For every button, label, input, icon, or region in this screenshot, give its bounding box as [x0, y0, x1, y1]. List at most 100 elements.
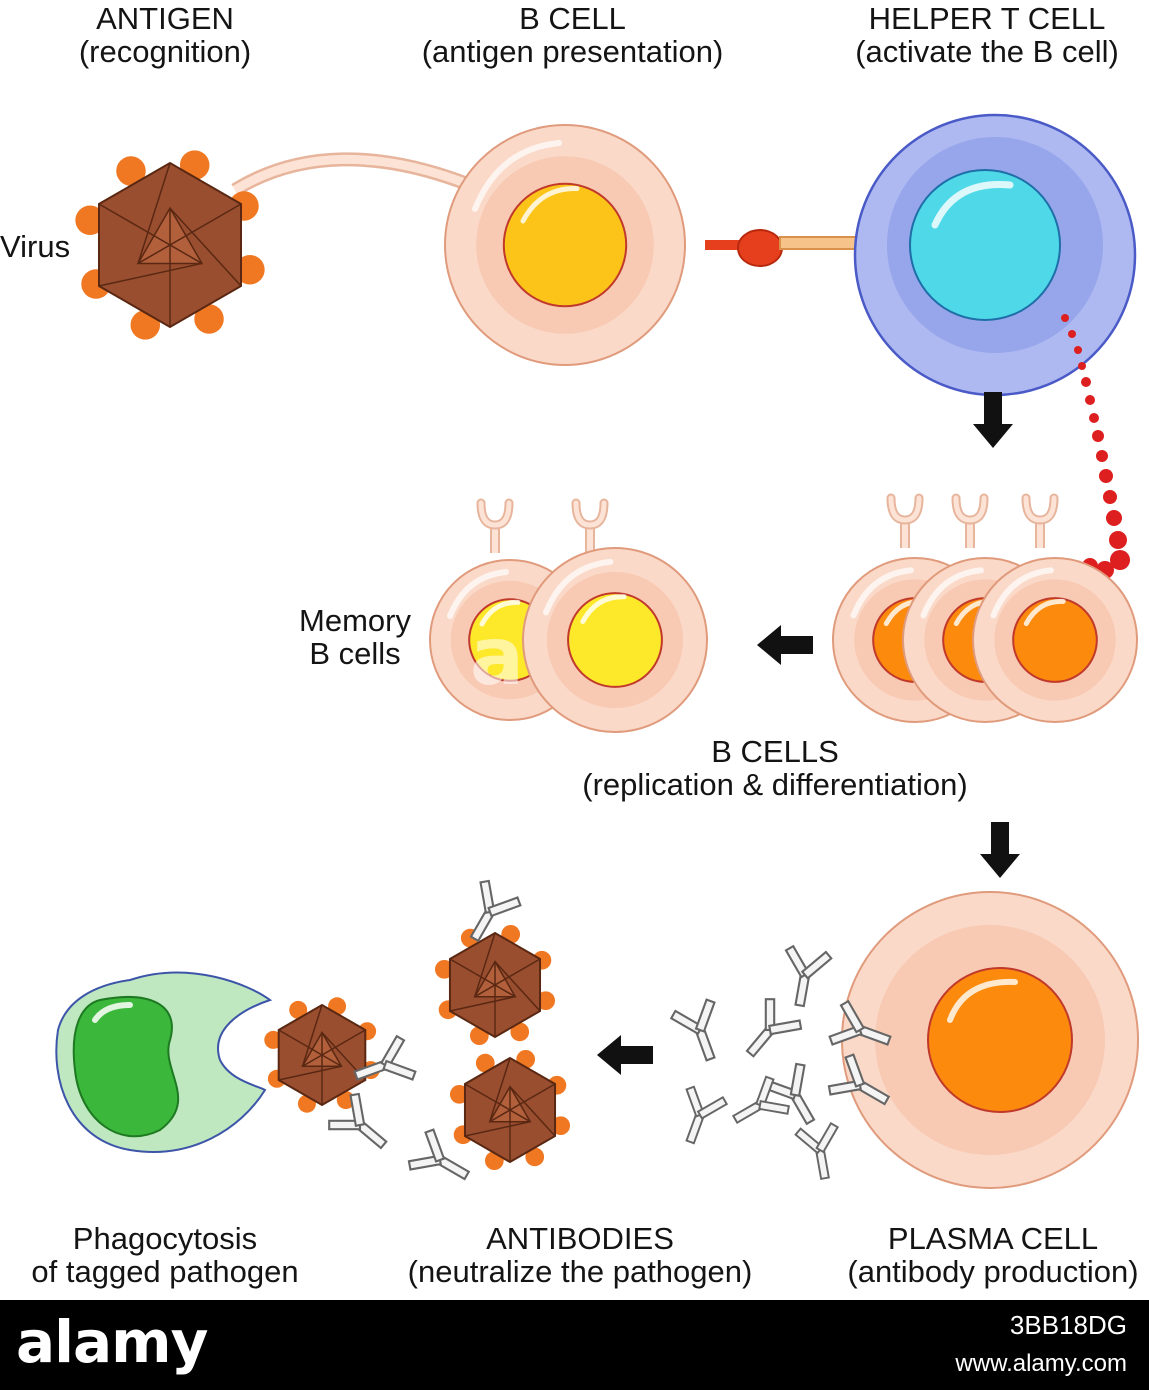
arm-right: [349, 1092, 366, 1127]
nucleus: [502, 182, 628, 308]
cup-inner: [573, 500, 607, 528]
cytokine-dot: [1096, 450, 1108, 462]
cup-inner: [478, 500, 512, 528]
virus-label: Virus: [0, 229, 71, 264]
cup-inner: [953, 495, 987, 523]
edge: [301, 1004, 323, 1067]
edge: [302, 1029, 366, 1067]
nucleus: [927, 967, 1073, 1113]
arrow-icon: [980, 822, 1020, 878]
edge: [449, 995, 516, 1012]
cytokine-dot: [1110, 550, 1130, 570]
virus-icon: [264, 997, 380, 1113]
arrow-icon: [973, 392, 1013, 448]
arm-right: [815, 1121, 840, 1154]
footer-bar: alamy 3BB18DG www.alamy.com: [0, 1300, 1149, 1390]
memory-receptor-1: [476, 498, 514, 553]
antibody-icon: [328, 1092, 388, 1150]
arm-right: [844, 1053, 866, 1088]
antibody-icon: [794, 1121, 840, 1180]
presenting-b-cell: [444, 124, 686, 366]
nucleus-highlight: [1023, 598, 1066, 627]
arrow-head: [757, 625, 781, 665]
cytokine-dot: [1081, 377, 1091, 387]
antigen-tether-inner: [232, 154, 472, 194]
receptor-2: [951, 493, 989, 548]
edge: [169, 207, 242, 287]
antibody-icon: [353, 1034, 417, 1081]
nucleus-highlight: [947, 978, 1018, 1023]
cytokine-dot: [1074, 346, 1082, 354]
arrow-shaft: [984, 392, 1002, 424]
spike: [525, 1147, 545, 1167]
spike: [194, 304, 224, 334]
nucleus: [567, 592, 663, 688]
cytokine-dot: [1109, 531, 1127, 549]
arm-right: [696, 1095, 729, 1120]
cytokine-dot: [1092, 430, 1104, 442]
arm-right: [800, 950, 833, 980]
helper-t-cell-label: HELPER T CELL(activate the B cell): [855, 1, 1119, 69]
cytokine-dot: [1106, 510, 1122, 526]
cytokine-dot: [1089, 413, 1099, 423]
edge: [278, 1065, 342, 1081]
cup-inner: [888, 495, 922, 523]
receptor-1: [886, 493, 924, 548]
antigen-label: ANTIGEN(recognition): [78, 1, 252, 69]
spike: [235, 254, 265, 285]
antibody-icon: [685, 1085, 729, 1145]
edge: [98, 262, 203, 287]
arrow-shaft: [621, 1046, 653, 1064]
plasma-cell: [841, 891, 1139, 1189]
diagram-artwork: [55, 113, 1139, 1189]
antibody-icon: [407, 1128, 471, 1181]
highlight: [447, 569, 509, 619]
cytokine-dot: [1061, 314, 1069, 322]
arrow-icon: [757, 625, 813, 665]
arrow-icon: [597, 1035, 653, 1075]
antibody-icon: [731, 1075, 790, 1125]
arm-right: [382, 1059, 417, 1081]
spike: [510, 1022, 530, 1042]
spike: [75, 205, 105, 236]
virus-icon: [434, 924, 556, 1046]
edge: [474, 932, 496, 997]
edge: [137, 162, 171, 264]
b-cells-label: B CELLS(replication & differentiation): [582, 734, 968, 802]
arm-right: [424, 1128, 446, 1163]
image-id: 3BB18DG: [1009, 1310, 1127, 1340]
arm-right: [768, 1019, 803, 1036]
arm-right: [487, 896, 522, 918]
nucleus-highlight: [479, 599, 521, 627]
spike: [116, 156, 146, 186]
alamy-logo[interactable]: alamy: [16, 1308, 208, 1376]
nucleus-highlight: [580, 594, 627, 625]
antibody-icon: [669, 998, 716, 1062]
nucleus: [72, 995, 180, 1138]
arm-right: [758, 1100, 790, 1115]
helper-t-cell: [853, 113, 1137, 397]
cytokine-dot: [1085, 395, 1095, 405]
arm-right: [839, 999, 866, 1034]
nucleus-highlight: [520, 186, 580, 224]
arrow-head: [597, 1035, 621, 1075]
cytokine-dot: [1078, 362, 1086, 370]
nucleus: [909, 169, 1061, 321]
antibodies-label: ANTIBODIES(neutralize the pathogen): [407, 1221, 753, 1289]
edge: [278, 1029, 342, 1067]
plasma-cell-label: PLASMA CELL(antibody production): [847, 1221, 1139, 1289]
highlight: [850, 567, 914, 619]
receptor-3: [1021, 493, 1059, 548]
edge: [474, 958, 541, 998]
edge: [489, 1057, 511, 1122]
site-url[interactable]: www.alamy.com: [955, 1350, 1127, 1377]
arrow-head: [973, 424, 1013, 448]
antibody-icon: [763, 1062, 816, 1126]
edge: [494, 961, 541, 1012]
edge: [449, 958, 516, 998]
cytokine-dot: [1099, 469, 1113, 483]
spike: [289, 1000, 308, 1019]
arrow-head: [980, 854, 1020, 878]
